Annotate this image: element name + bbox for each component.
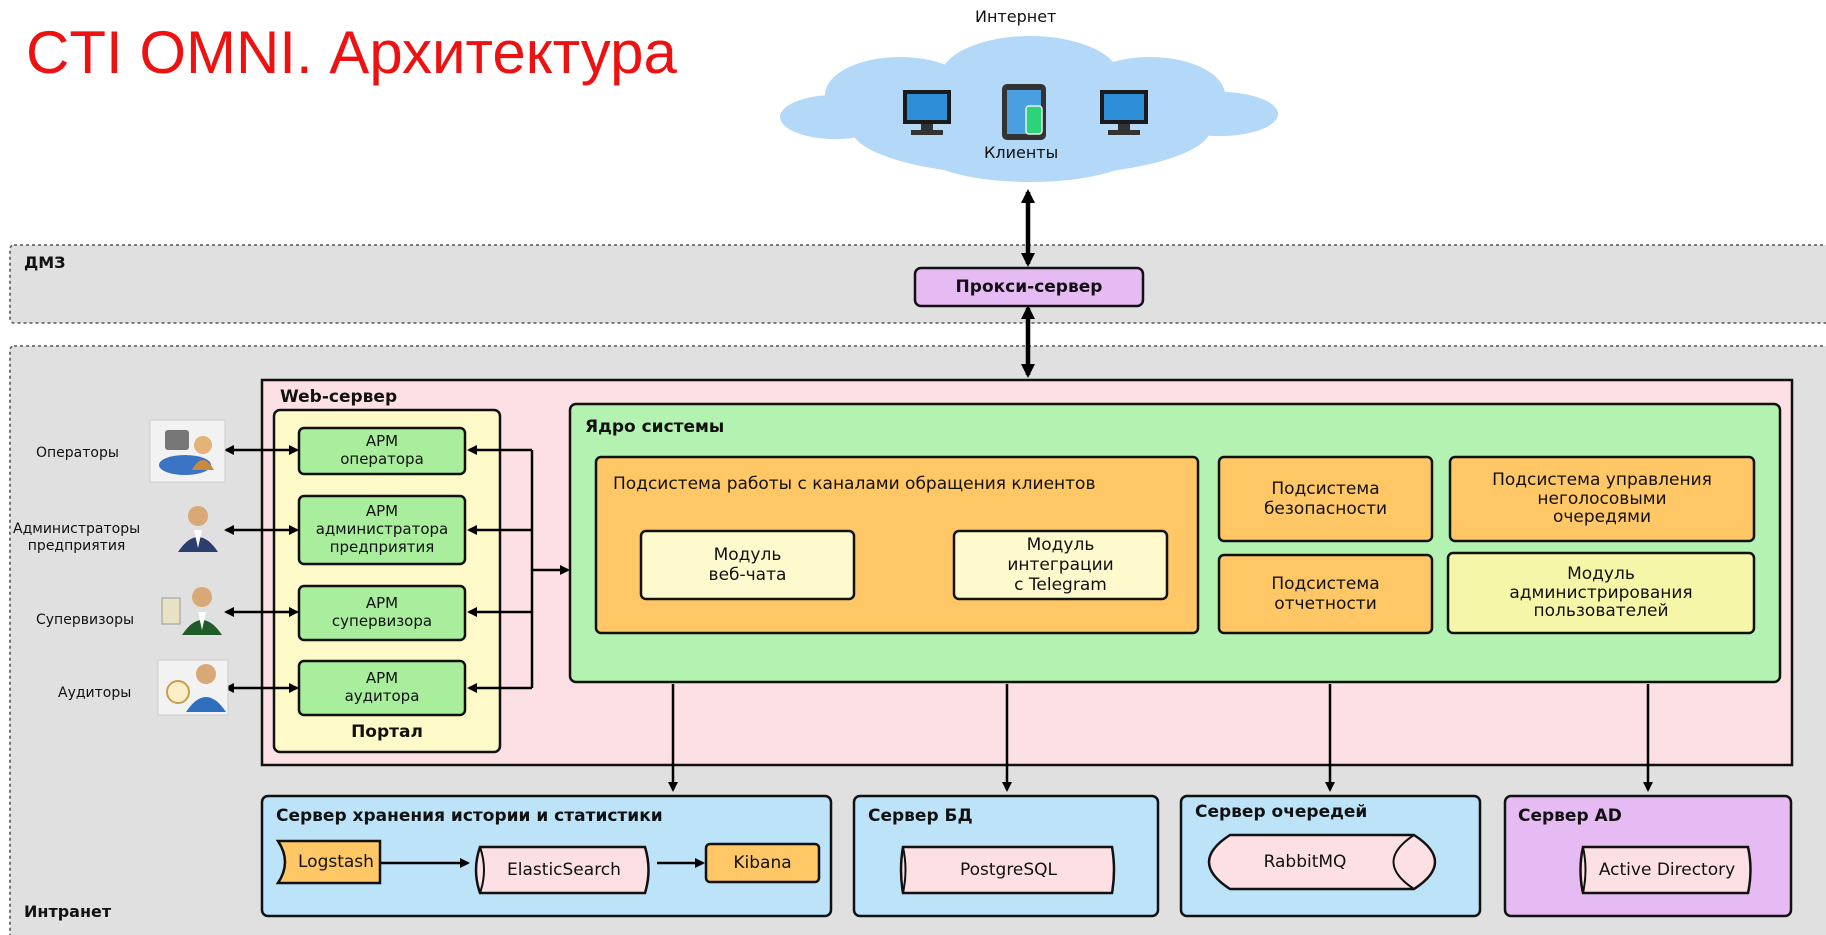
kibana-box [704,842,821,884]
tablet-icon [1002,84,1046,140]
operator-icon [149,419,226,483]
supervisors-label: Супервизоры [36,612,135,628]
postgresql-shape [899,845,1116,895]
auditors-label: Аудиторы [58,685,132,701]
logstash-shape [275,839,382,885]
operators-label: Операторы [36,445,119,461]
administrator-icon [178,506,218,552]
page-title: CTI OMNI. Архитектура [26,19,677,86]
monitor-icon-right [1100,90,1148,135]
arm-operator-box [297,426,467,476]
monitor-icon-left [903,90,951,135]
intranet-label: Интранет [24,902,112,921]
portal-label: Портал [351,722,423,742]
arm-administrator-label: АРМ администратора предприятия [315,502,449,556]
security-subsystem-box [1217,455,1434,543]
arm-auditor-label: АРМ аудитора [344,669,420,705]
user-admin-module-label: Модуль администрирования пользователей [1509,563,1693,622]
arm-auditor-box [297,659,467,717]
queues-subsystem-label: Подсистема управления неголосовыми очере… [1492,469,1712,528]
reporting-subsystem-box [1217,553,1434,635]
core-label: Ядро системы [585,417,725,437]
dmz-label: ДМЗ [24,253,66,272]
active-directory-label: Active Directory [1598,859,1736,880]
arm-supervisor-box [297,584,467,642]
user-admin-module-box [1446,551,1756,635]
administrators-label: Администраторы предприятия [13,521,141,554]
proxy-server-box [913,266,1145,308]
arm-supervisor-label: АРМ супервизора [331,594,433,630]
arm-administrator-box [297,494,467,566]
portal-core-connector [467,445,570,693]
rabbitmq-label: RabbitMQ [1263,851,1347,872]
logstash-label: Logstash [298,852,374,872]
db-server-label: Сервер БД [868,806,973,826]
postgresql-label: PostgreSQL [959,859,1058,880]
clients-label: Клиенты [984,143,1059,162]
internet-label: Интернет [975,7,1057,26]
telegram-module-box [952,529,1169,601]
supervisor-icon [161,587,222,635]
ad-server-label: Сервер AD [1518,806,1622,826]
kibana-label: Kibana [733,852,792,873]
web-server-label: Web-сервер [280,387,398,407]
reporting-subsystem-label: Подсистема отчетности [1271,573,1380,614]
webchat-module-box [639,529,856,601]
queue-server-label: Сервер очередей [1195,802,1368,822]
elasticsearch-label: ElasticSearch [507,859,621,880]
webchat-module-label: Модуль веб-чата [708,544,787,585]
proxy-server-label: Прокси-сервер [955,276,1103,297]
security-subsystem-label: Подсистема безопасности [1263,478,1388,519]
auditor-icon [157,659,229,716]
channels-subsystem-label: Подсистема работы с каналами обращения к… [613,474,1096,494]
arm-operator-label: АРМ оператора [340,432,424,468]
core-servers-connector [668,684,1653,792]
queues-subsystem-box [1448,455,1756,543]
history-server-label: Сервер хранения истории и статистики [276,806,663,826]
active-directory-shape [1579,845,1752,895]
elasticsearch-shape [474,845,650,895]
telegram-module-label: Модуль интеграции с Telegram [1007,534,1114,596]
